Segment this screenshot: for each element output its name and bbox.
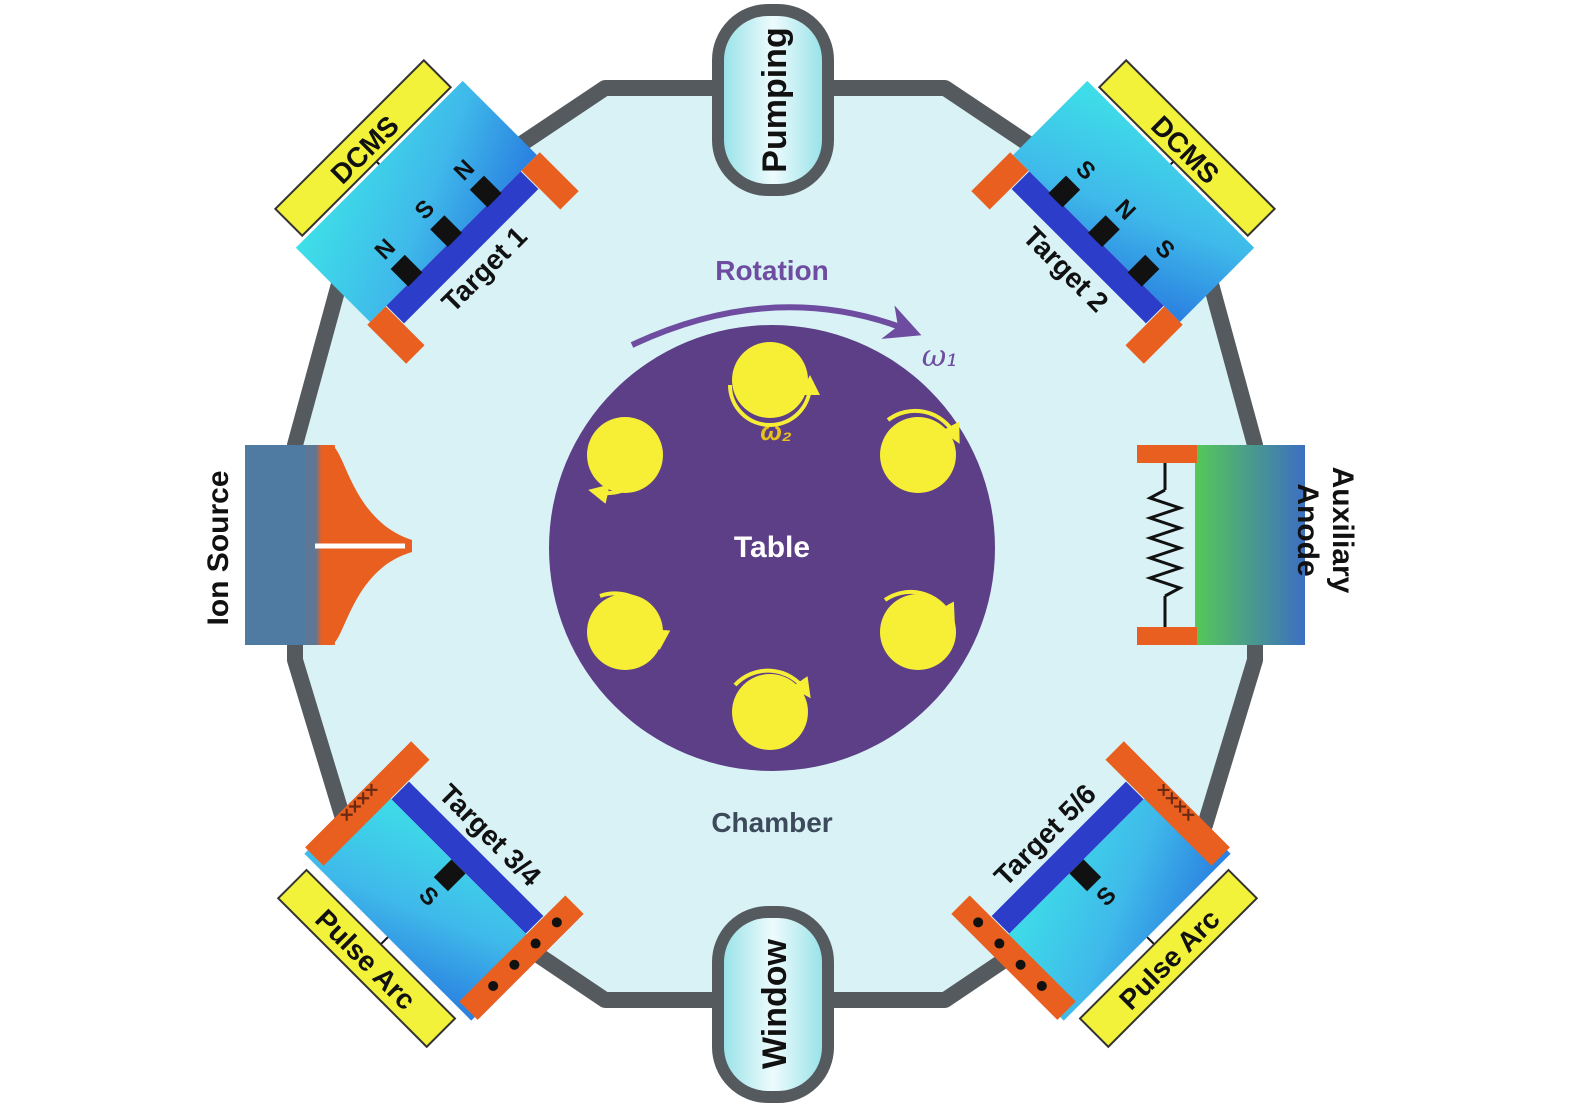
target-2-magnet [1048,175,1081,208]
target-1-magnet [390,254,423,287]
substrate-holder [732,668,811,750]
coil-dot-icon [973,917,984,928]
ion-source-label: Ion Source [202,470,235,625]
auxiliary-anode-label-line2: Anode [1291,483,1324,576]
target-5-6-plate [991,781,1144,934]
pumping-port: Pumping [712,4,834,196]
ion-source: Ion Source [202,445,412,645]
coil-dot-icon [1015,959,1026,970]
substrate-holder [587,591,671,670]
target-1-clamp-left [367,306,425,364]
substrate-holder [880,589,956,670]
target-5-6-magnet [1069,859,1102,892]
substrate-holder [728,342,820,427]
target-2-magnet [1127,254,1160,287]
coil-dot-icon [551,917,562,928]
coil-dot-icon [530,938,541,949]
pumping-label: Pumping [756,27,794,172]
auxiliary-anode-label-line1: Auxiliary [1326,467,1359,594]
target-3-4-supply-box [276,868,457,1049]
target-3-4-cathode [304,783,542,1021]
resistor-icon [1145,488,1185,598]
target-1-cathode [295,80,537,322]
target-3-4-plate [391,781,544,934]
target-1-magnet [469,175,502,208]
target-5-6-supply-box [1078,868,1259,1049]
target-5-6-coil-top [1105,741,1230,866]
omega1-label: ω₁ [922,339,959,374]
target-1-supply-box [273,58,453,238]
target-2-plate [1011,171,1164,324]
substrate-holder [880,408,960,493]
target-2-supply-box [1097,58,1277,238]
rotating-table [549,325,995,771]
target-1-plate [386,171,539,324]
target-1-magnet [430,215,463,248]
chamber-label: Chamber [711,807,832,838]
target-3-4-magnet [433,859,466,892]
target-3-4-coil-top [305,741,430,866]
target-2-clamp-left [971,152,1029,210]
table-label: Table [734,531,810,564]
target-2-clamp-right [1125,306,1183,364]
coil-dot-icon [488,980,499,991]
coil-dot-icon [994,938,1005,949]
substrate-holder [587,417,663,504]
window-port: Window [712,906,834,1103]
target-5-6-cathode [993,783,1231,1021]
rotation-arrow [630,304,922,348]
coil-dot-icon [509,959,520,970]
target-2-cathode [1013,80,1255,322]
auxiliary-anode: Auxiliary Anode [1137,445,1359,645]
window-label: Window [756,938,794,1069]
coil-dot-icon [1036,980,1047,991]
target-1-clamp-right [521,152,579,210]
target-2-magnet [1087,215,1120,248]
rotation-label: Rotation [715,255,829,286]
